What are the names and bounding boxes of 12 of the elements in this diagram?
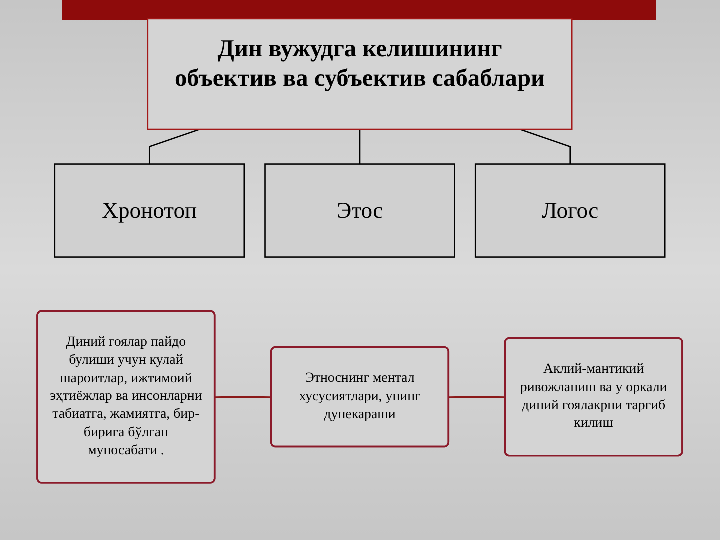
description-box: Диний гоялар пайдо булиши учун кулай шароитлар, ижтимоий эҳтиёжлар ва инсонларни табиатга, жамиятга, бир-бирига бўлган муносабати . xyxy=(36,310,216,484)
category-box: Хронотоп xyxy=(54,164,246,258)
connector-line xyxy=(449,396,506,398)
description-box: Этноснинг ментал хусусиятлари, унинг дунекараши xyxy=(270,346,450,448)
description-box: Аклий-мантикий ривожланиш ва у оркали диний гоялакрни таргиб килиш xyxy=(504,337,684,457)
connector-line xyxy=(215,396,272,398)
category-box: Этос xyxy=(264,164,456,258)
connector-line xyxy=(149,128,200,164)
category-box: Логос xyxy=(474,164,666,258)
connector-line xyxy=(359,130,361,164)
connector-line xyxy=(520,128,571,164)
heading-box: Дин вужудга келишининг объектив ва субъектив сабаблари xyxy=(147,18,573,130)
